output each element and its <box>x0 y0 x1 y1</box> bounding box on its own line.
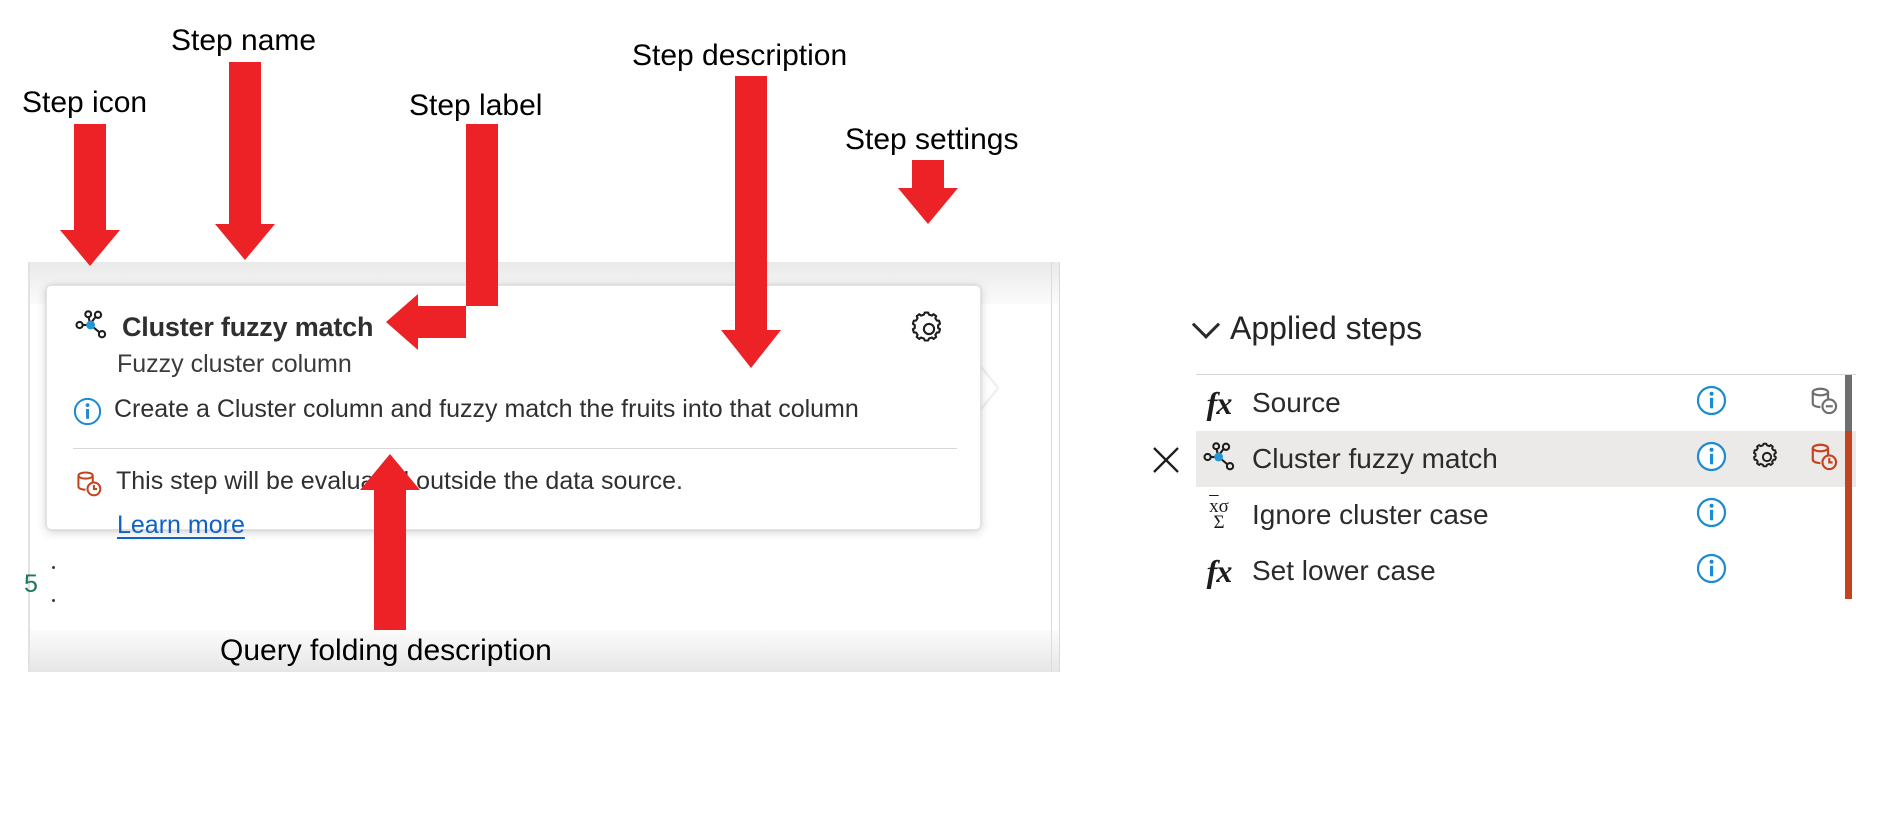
step-folding-slot <box>1806 442 1840 476</box>
step-settings-slot <box>1750 442 1784 476</box>
info-icon <box>73 397 102 431</box>
step-info-slot <box>1694 497 1728 533</box>
step-type-icon: fx <box>1196 553 1242 590</box>
cluster-fuzzy-match-icon <box>73 308 109 347</box>
delete-step-button[interactable] <box>1148 442 1182 476</box>
info-icon[interactable] <box>1696 553 1727 589</box>
step-actions <box>1694 385 1840 421</box>
step-name-label: Source <box>1252 387 1341 418</box>
tooltip-divider <box>73 448 957 449</box>
annotation-step-settings: Step settings <box>845 123 1019 156</box>
tooltip-description-row: Create a Cluster column and fuzzy match … <box>73 394 859 431</box>
step-actions <box>1694 553 1840 589</box>
tooltip-callout-tail <box>979 366 997 410</box>
step-name-label: Cluster fuzzy match <box>1252 443 1498 474</box>
annotation-step-icon: Step icon <box>22 86 148 119</box>
database-clock-icon[interactable] <box>1807 440 1840 478</box>
fx-icon: fx <box>1206 552 1233 589</box>
applied-steps-pane-edge <box>1059 262 1060 672</box>
learn-more-link[interactable]: Learn more <box>117 511 245 539</box>
info-icon[interactable] <box>1696 441 1727 477</box>
gear-icon[interactable] <box>908 308 950 355</box>
pane-separator <box>1051 262 1052 672</box>
grid-cell-markers <box>52 566 55 602</box>
fx-icon: fx <box>1206 384 1233 421</box>
folding-indicator-rail <box>1845 543 1852 599</box>
folding-indicator-rail <box>1845 375 1852 431</box>
tooltip-step-description: Create a Cluster column and fuzzy match … <box>114 395 859 423</box>
applied-step-row[interactable]: fx Set lower case <box>1196 543 1856 599</box>
step-name-label: Ignore cluster case <box>1252 499 1489 530</box>
folding-indicator-rail <box>1845 431 1852 487</box>
gear-icon[interactable] <box>1750 440 1784 479</box>
grid-cell-value: 5 <box>24 570 38 598</box>
step-info-slot <box>1694 441 1728 477</box>
tooltip-header: Cluster fuzzy match <box>73 308 373 347</box>
database-clock-icon <box>73 468 104 504</box>
applied-step-row[interactable]: fx Source <box>1196 375 1856 431</box>
cluster-fuzzy-match-icon <box>1201 440 1237 479</box>
step-folding-slot <box>1806 386 1840 420</box>
step-type-icon: fx <box>1196 385 1242 422</box>
info-icon[interactable] <box>1696 385 1727 421</box>
step-actions <box>1694 497 1840 533</box>
applied-steps-title: Applied steps <box>1230 310 1423 346</box>
step-tooltip-card: Cluster fuzzy match Fuzzy cluster column… <box>46 285 981 539</box>
annotation-step-description: Step description <box>632 39 848 72</box>
annotation-step-name: Step name <box>171 24 317 57</box>
step-info-slot <box>1694 553 1728 589</box>
power-query-left-rail <box>28 262 30 672</box>
annotation-step-label: Step label <box>409 89 543 122</box>
info-icon[interactable] <box>1696 497 1727 533</box>
annotation-query-folding: Query folding description <box>220 634 552 667</box>
applied-steps-header[interactable]: Applied steps <box>1191 310 1423 347</box>
applied-step-row[interactable]: Cluster fuzzy match <box>1153 431 1856 487</box>
folding-indicator-rail <box>1845 487 1852 543</box>
close-icon[interactable] <box>1148 447 1184 482</box>
tooltip-step-name: Cluster fuzzy match <box>122 312 374 342</box>
database-minus-icon[interactable] <box>1807 384 1840 422</box>
tooltip-step-label: Fuzzy cluster column <box>117 350 352 378</box>
step-actions <box>1694 441 1840 477</box>
step-info-slot <box>1694 385 1728 421</box>
step-name-label: Set lower case <box>1252 555 1436 586</box>
step-type-icon <box>1196 440 1242 479</box>
